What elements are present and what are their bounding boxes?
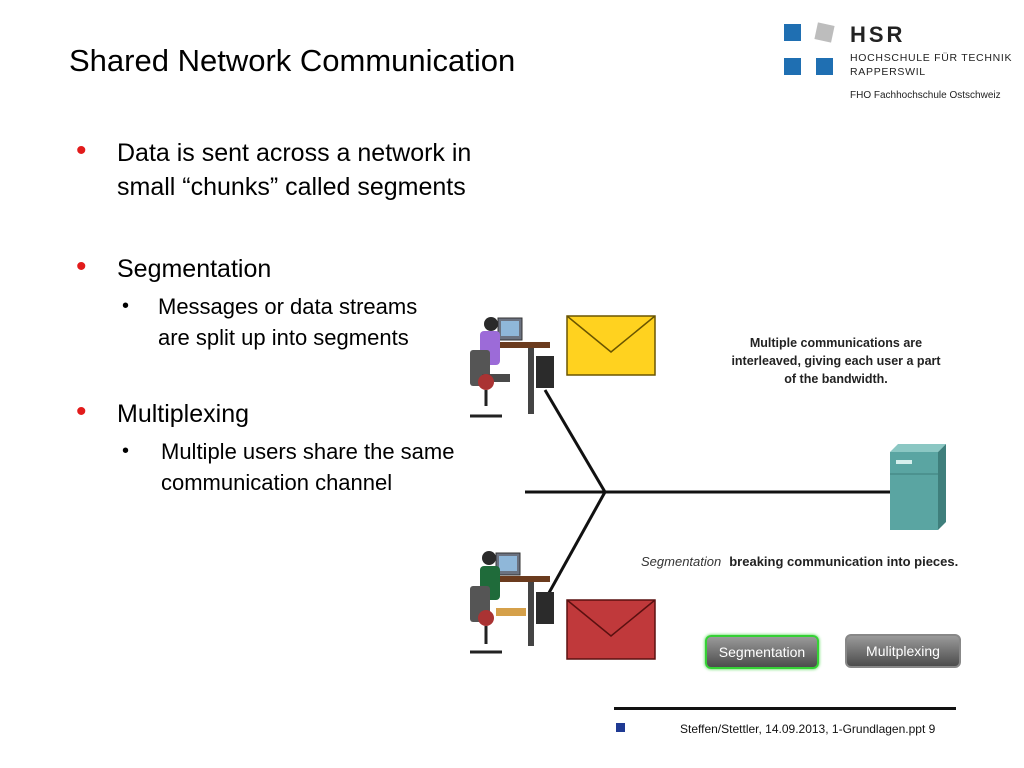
caption-term: Segmentation xyxy=(641,554,722,569)
logo-square-icon xyxy=(784,24,801,41)
logo-square-icon xyxy=(784,58,801,75)
bullet-dot-icon: • xyxy=(76,395,87,428)
footer-text: Steffen/Stettler, 14.09.2013, 1-Grundlag… xyxy=(680,722,936,736)
user-workstation-bottom-icon xyxy=(470,551,554,654)
bullet-dot-icon: • xyxy=(76,134,87,167)
caption-definition: breaking communication into pieces. xyxy=(729,554,959,569)
segmentation-button[interactable]: Segmentation xyxy=(705,635,819,669)
sub-bullet-dot-icon: • xyxy=(122,295,130,317)
caption-line: interleaved, giving each user a part xyxy=(731,354,941,368)
footer-square-icon xyxy=(616,723,625,732)
server-icon xyxy=(890,444,946,530)
logo-line2: RAPPERSWIL xyxy=(850,66,926,78)
logo-square-icon xyxy=(816,58,833,75)
caption-line: Multiple communications are xyxy=(749,336,923,350)
logo-name: HSR xyxy=(850,22,906,47)
network-diagram xyxy=(470,315,946,660)
envelope-red-icon xyxy=(566,599,656,660)
hsr-logo: HSR HOCHSCHULE FÜR TECHNIK RAPPERSWIL FH… xyxy=(784,22,1019,108)
logo-line3: FHO Fachhochschule Ostschweiz xyxy=(850,90,1001,101)
bullet-dot-icon: • xyxy=(76,250,87,283)
sub-bullet-line: Messages or data streams xyxy=(158,294,418,319)
link-bottom xyxy=(543,491,607,601)
user-workstation-top-icon xyxy=(470,317,554,418)
footer-divider xyxy=(614,707,956,710)
link-top xyxy=(543,389,607,493)
sub-bullet-line: communication channel xyxy=(161,470,393,495)
bullet-line: small “chunks” called segments xyxy=(117,173,466,201)
logo-line1: HOCHSCHULE FÜR TECHNIK xyxy=(850,52,1013,64)
interleave-caption: Multiple communications are interleaved,… xyxy=(726,334,946,388)
envelope-yellow-icon xyxy=(566,315,656,376)
bullet-line: Multiplexing xyxy=(117,400,250,428)
slide-title: Shared Network Communication xyxy=(69,43,516,78)
sub-bullet-line: are split up into segments xyxy=(158,325,409,350)
segmentation-caption: Segmentation breaking communication into … xyxy=(641,554,958,569)
caption-line: of the bandwidth. xyxy=(784,372,888,386)
bullet-line: Segmentation xyxy=(117,255,272,283)
sub-bullet-dot-icon: • xyxy=(122,440,130,462)
logo-square-icon xyxy=(814,22,835,43)
multiplexing-button[interactable]: Mulitplexing xyxy=(845,634,961,668)
bullet-line: Data is sent across a network in xyxy=(117,139,472,167)
sub-bullet-line: Multiple users share the same xyxy=(161,439,455,464)
